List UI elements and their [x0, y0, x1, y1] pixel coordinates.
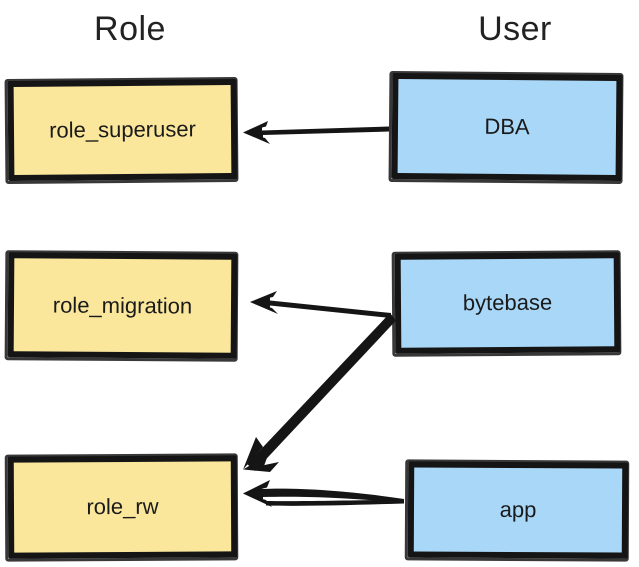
- node-role-superuser[interactable]: role_superuser: [7, 79, 238, 181]
- node-dba[interactable]: DBA: [391, 72, 623, 182]
- edge-app-to-role-rw: [243, 480, 404, 507]
- edge-bytebase-to-role-rw: [243, 313, 396, 472]
- node-role-migration[interactable]: role_migration: [7, 252, 238, 359]
- column-header-user: User: [478, 10, 552, 48]
- node-role-rw[interactable]: role_rw: [7, 455, 238, 559]
- edge-bytebase-to-role-migration: [250, 291, 391, 318]
- node-label: DBA: [484, 113, 530, 140]
- node-bytebase[interactable]: bytebase: [394, 252, 621, 354]
- column-header-role: Role: [94, 10, 166, 48]
- node-app[interactable]: app: [407, 461, 629, 559]
- node-label: role_superuser: [49, 116, 196, 143]
- node-label: role_migration: [52, 292, 193, 318]
- edge-dba-to-role-superuser: [243, 121, 389, 144]
- node-label: bytebase: [462, 289, 553, 316]
- node-label: role_rw: [86, 493, 159, 520]
- node-label: app: [499, 496, 537, 523]
